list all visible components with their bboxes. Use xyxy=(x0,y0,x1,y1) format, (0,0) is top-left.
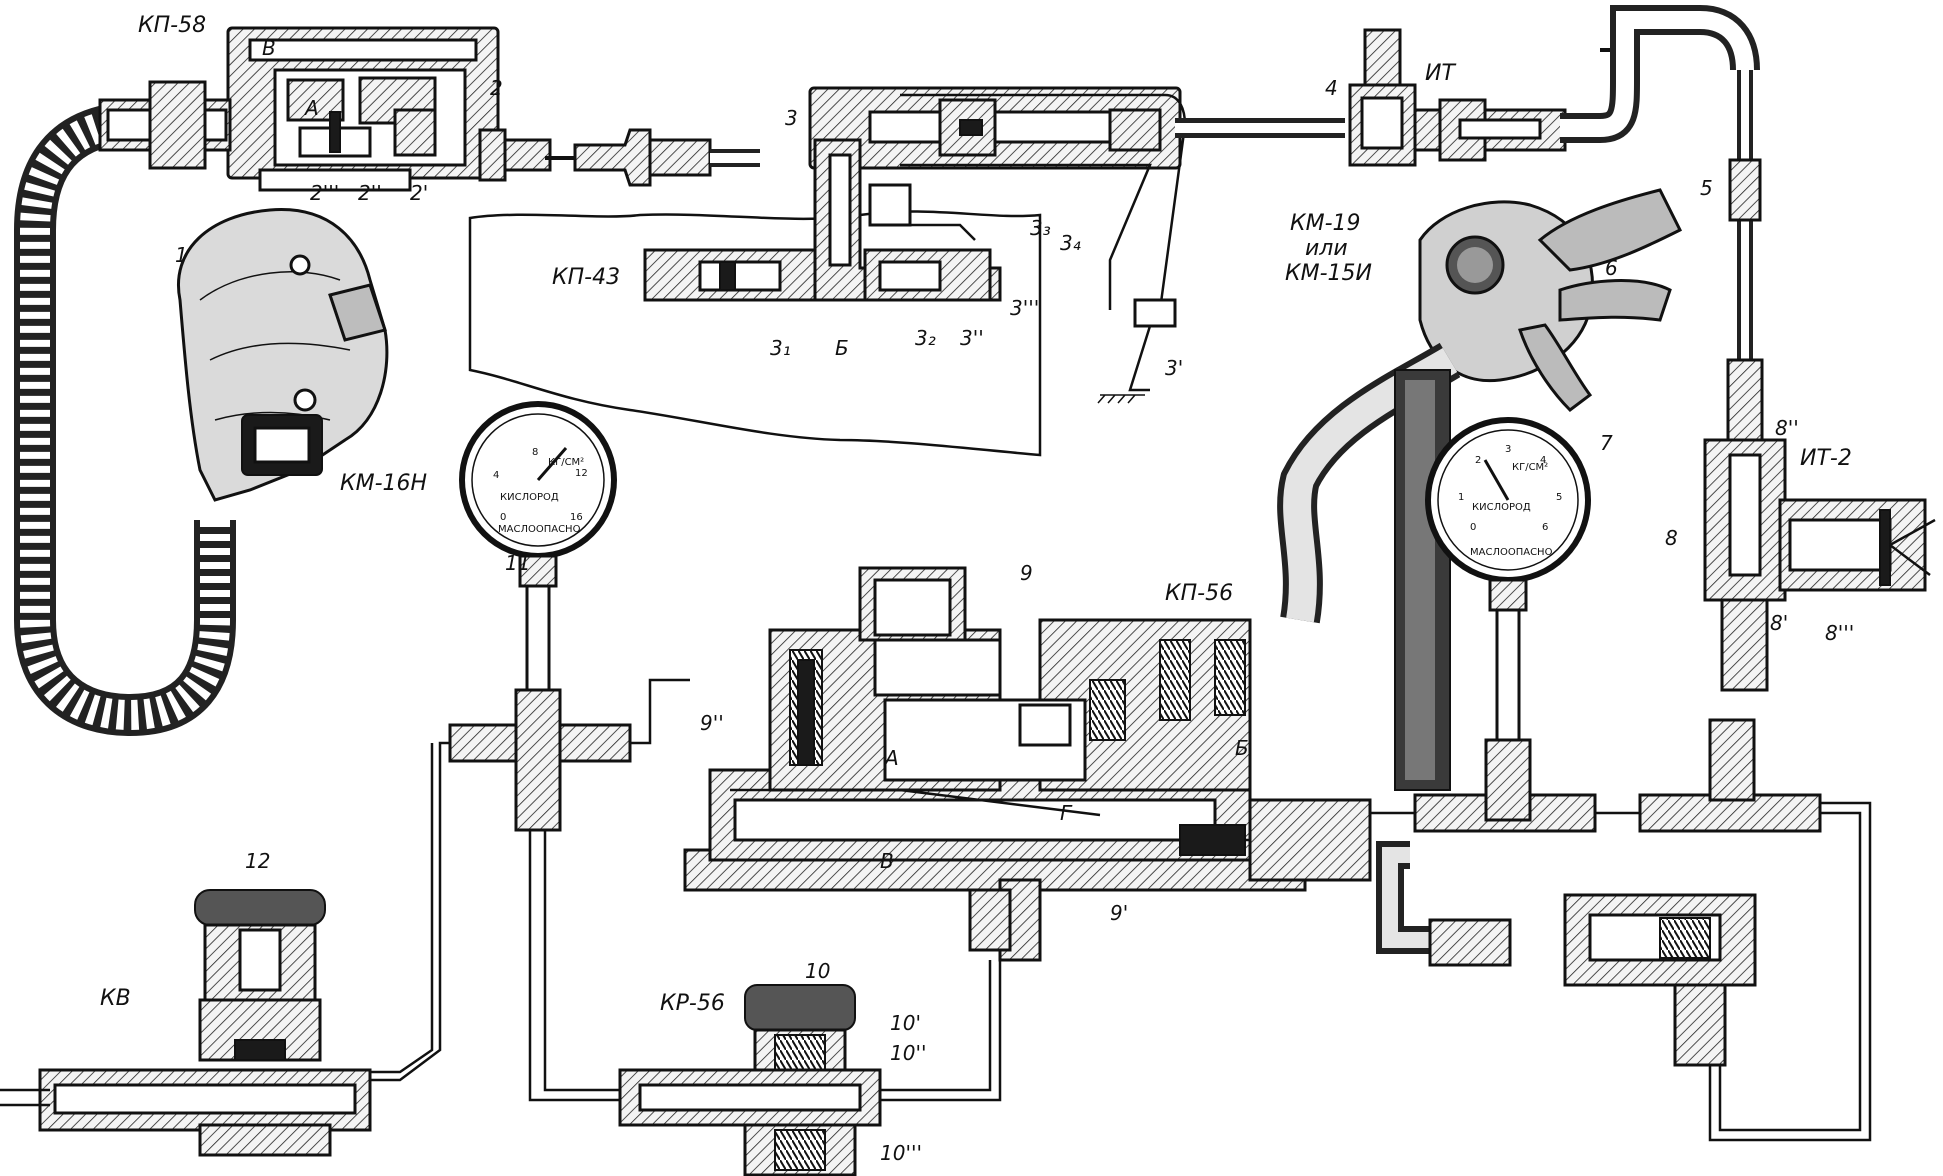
label-km19: КМ-19 xyxy=(1290,211,1361,236)
label-n2: 2 xyxy=(490,76,503,100)
kv-valve xyxy=(0,889,372,1157)
label-n3pp: 3'' xyxy=(960,326,984,350)
km19-mask-assembly xyxy=(1277,188,1683,791)
label-cavity-b-kp56: Б xyxy=(1235,736,1249,760)
label-cavity-a-kp58: А xyxy=(303,96,319,120)
label-cavity-b-kp43: Б xyxy=(835,336,849,360)
label-n3_1: 3₁ xyxy=(770,336,791,360)
gauge-11-gas: КИСЛОРОД xyxy=(500,492,559,503)
label-ili: или xyxy=(1305,236,1348,261)
gauge-11-needle xyxy=(536,447,568,481)
label-n9pp: 9'' xyxy=(700,711,724,735)
label-kv: КВ xyxy=(100,986,131,1011)
hose-kp58-kp43 xyxy=(545,128,760,187)
kp56-regulator xyxy=(683,566,1372,962)
label-n10p: 10' xyxy=(890,1011,921,1035)
label-n4: 4 xyxy=(1325,76,1338,100)
label-kp43: КП-43 xyxy=(552,265,620,290)
gauge-7-unit: КГ/СМ² xyxy=(1512,462,1548,473)
label-n6: 6 xyxy=(1605,256,1618,280)
label-n8: 8 xyxy=(1665,526,1678,550)
labels: КП-58 КП-43 КП-56 КР-56 КМ-16Н КМ-19 или… xyxy=(100,13,1854,1165)
label-n9: 9 xyxy=(1020,561,1033,585)
label-n3ppp: 3''' xyxy=(1010,296,1039,320)
gauge-11-unit: КГ/СМ² xyxy=(548,457,584,468)
label-n1: 1 xyxy=(175,243,188,267)
label-n10: 10 xyxy=(805,959,830,983)
oxygen-piping xyxy=(330,678,1872,1142)
label-n3_2: 3₂ xyxy=(915,326,936,350)
kp58-regulator xyxy=(98,26,552,192)
gauge-11-tick: 4 xyxy=(493,470,499,481)
label-cavity-v-kp58: В xyxy=(262,36,276,60)
label-n3_3: 3₃ xyxy=(1030,216,1051,240)
gauge-7-gas: КИСЛОРОД xyxy=(1472,502,1531,513)
label-n2p: 2' xyxy=(410,181,428,205)
label-n3_4: 3₄ xyxy=(1060,231,1081,255)
label-it: ИТ xyxy=(1425,61,1456,86)
label-n8pp: 8'' xyxy=(1775,416,1799,440)
label-kp58: КП-58 xyxy=(138,13,206,38)
gauge-11-tick: 8 xyxy=(532,447,538,458)
gauge-7-tick: 4 xyxy=(1540,455,1546,466)
gauge-7-tick: 6 xyxy=(1542,522,1548,533)
label-it2: ИТ-2 xyxy=(1800,446,1852,471)
hose-it-to-it2 xyxy=(1560,5,1760,143)
kr56-valve xyxy=(618,984,882,1176)
pressure-gauge-7: КГ/СМ² КИСЛОРОД МАСЛООПАСНО 0 1 2 3 4 5 … xyxy=(1425,417,1591,742)
gauge-7-tick: 5 xyxy=(1556,492,1562,503)
gauge-7-tick: 2 xyxy=(1475,455,1481,466)
km16n-mask-assembly xyxy=(13,104,389,737)
gauge-11-tick: 12 xyxy=(575,468,588,479)
label-n10ppp: 10''' xyxy=(880,1141,922,1165)
gauge-11-tick: 0 xyxy=(500,512,506,523)
label-n3: 3 xyxy=(785,106,798,130)
gauge-7-needle xyxy=(1483,459,1510,501)
gauge-7-tick: 1 xyxy=(1458,492,1464,503)
label-cavity-a-kp56: А xyxy=(883,746,899,770)
label-n9p: 9' xyxy=(1110,901,1128,925)
corrugated-hose xyxy=(13,104,236,737)
label-n3p: 3' xyxy=(1165,356,1183,380)
kv-handwheel xyxy=(194,889,326,926)
label-n8ppp: 8''' xyxy=(1825,621,1854,645)
gauge-7-tick: 0 xyxy=(1470,522,1476,533)
gauge-11-note: МАСЛООПАСНО xyxy=(498,524,581,535)
label-kr56: КР-56 xyxy=(660,991,725,1016)
label-n2pp: 2'' xyxy=(358,181,382,205)
label-cavity-v-kp56: В xyxy=(880,849,894,873)
bottom-right-fittings xyxy=(1376,841,1757,1067)
label-n11: 11 xyxy=(505,551,530,575)
pressure-gauge-11: КГ/СМ² КИСЛОРОД МАСЛООПАСНО 0 4 8 12 16 xyxy=(459,401,617,698)
label-n5: 5 xyxy=(1700,176,1713,200)
label-kp56: КП-56 xyxy=(1165,581,1233,606)
label-n12: 12 xyxy=(245,849,270,873)
it2-fitting xyxy=(1703,70,1936,692)
label-n8p: 8' xyxy=(1770,611,1788,635)
label-n7: 7 xyxy=(1600,431,1613,455)
it-fitting xyxy=(1348,28,1567,167)
gauge-7-note: МАСЛООПАСНО xyxy=(1470,547,1553,558)
label-km15i: КМ-15И xyxy=(1285,261,1372,286)
label-cavity-g-kp56: Г xyxy=(1060,801,1073,825)
label-n2ppp: 2''' xyxy=(310,181,339,205)
gauge-11-tick: 16 xyxy=(570,512,583,523)
gauge-7-tick: 3 xyxy=(1505,444,1511,455)
label-n10pp: 10'' xyxy=(890,1041,926,1065)
label-km16n: КМ-16Н xyxy=(340,471,427,496)
